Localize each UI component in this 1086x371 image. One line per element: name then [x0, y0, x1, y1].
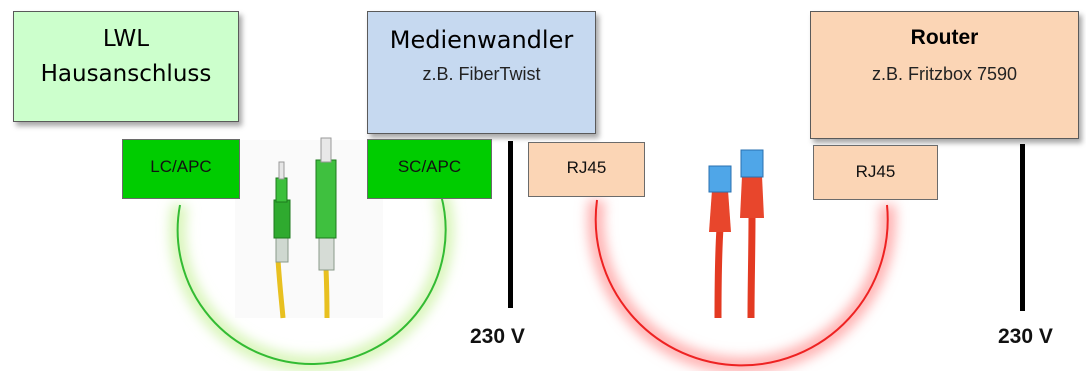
sc-apc-label: SC/APC — [397, 157, 462, 176]
voltage-label-left: 230 V — [470, 325, 525, 348]
lc-apc-port: LC/APC — [122, 139, 240, 199]
power-cable-router — [1020, 144, 1025, 311]
fiber-patch-cable-icon — [235, 137, 383, 319]
medienwandler-subtitle: z.B. FiberTwist — [422, 64, 541, 84]
power-cable-medienwandler — [508, 141, 513, 308]
router-title: Router — [910, 26, 979, 49]
lc-apc-label: LC/APC — [150, 157, 212, 176]
rj45-port-router: RJ45 — [813, 145, 938, 200]
lwl-hausanschluss-box: LWL Hausanschluss — [13, 11, 239, 122]
hausanschluss-label: Hausanschluss — [40, 61, 212, 87]
lwl-label: LWL — [102, 26, 150, 52]
ethernet-connection-arc — [587, 198, 896, 371]
rj45-label-right: RJ45 — [855, 162, 896, 181]
rj45-label-left: RJ45 — [566, 158, 607, 177]
ethernet-patch-cable-icon — [708, 149, 764, 319]
medienwandler-title: Medienwandler — [389, 26, 574, 54]
voltage-label-right: 230 V — [998, 325, 1053, 348]
fiber-connection-arc — [169, 192, 454, 371]
router-box: Router z.B. Fritzbox 7590 — [810, 11, 1079, 139]
rj45-port-medienwandler: RJ45 — [528, 142, 645, 197]
router-subtitle: z.B. Fritzbox 7590 — [871, 64, 1018, 84]
sc-apc-port: SC/APC — [367, 139, 492, 199]
medienwandler-box: Medienwandler z.B. FiberTwist — [367, 11, 596, 134]
